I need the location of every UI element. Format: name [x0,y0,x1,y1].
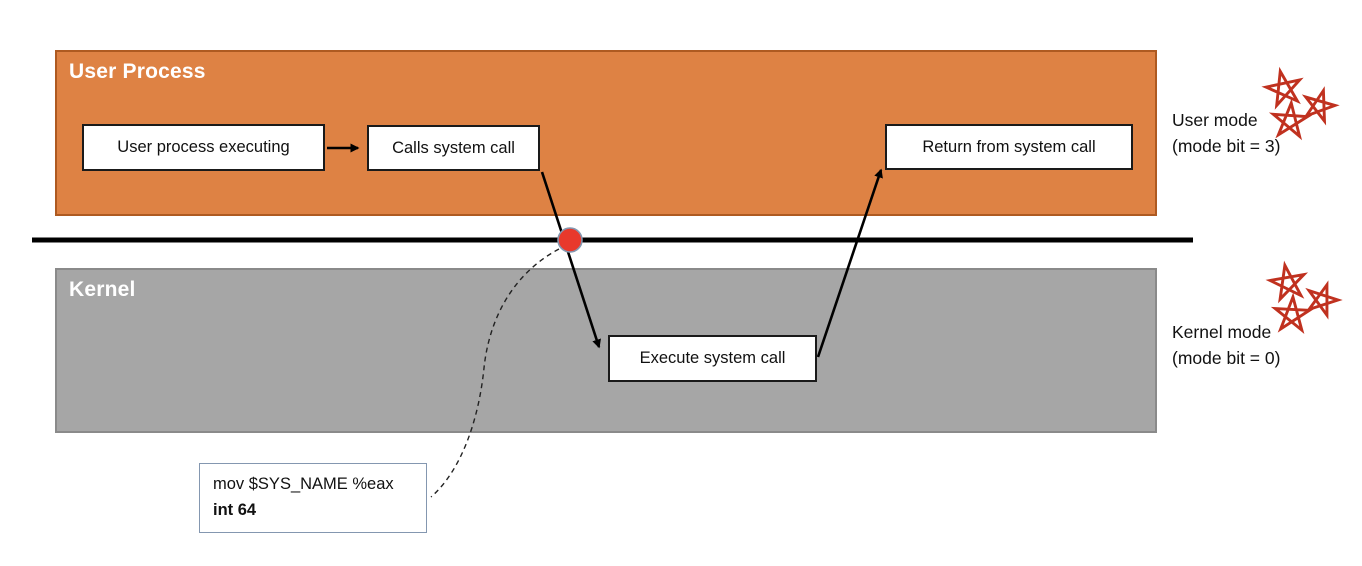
kernel-mode-title: Kernel mode [1172,322,1272,342]
syscall-code-callout: mov $SYS_NAME %eax int 64 [199,463,427,533]
node-user-process-executing: User process executing [82,124,325,171]
kernel-mode-annotation: Kernel mode (mode bit = 0) [1172,319,1280,371]
user-process-region-label: User Process [69,60,206,83]
user-mode-subtitle: (mode bit = 3) [1172,136,1281,156]
node-execute-system-call: Execute system call [608,335,817,382]
user-mode-title: User mode [1172,110,1258,130]
node-return-from-system-call: Return from system call [885,124,1133,170]
kernel-mode-subtitle: (mode bit = 0) [1172,348,1281,368]
kernel-region: Kernel [55,268,1157,433]
user-mode-annotation: User mode (mode bit = 3) [1172,107,1280,159]
callout-mov-instruction: mov $SYS_NAME %eax [213,475,394,493]
callout-int-instruction: int 64 [213,501,257,519]
node-calls-system-call: Calls system call [367,125,540,171]
trap-point-dot [557,227,583,253]
kernel-region-label: Kernel [69,278,136,301]
